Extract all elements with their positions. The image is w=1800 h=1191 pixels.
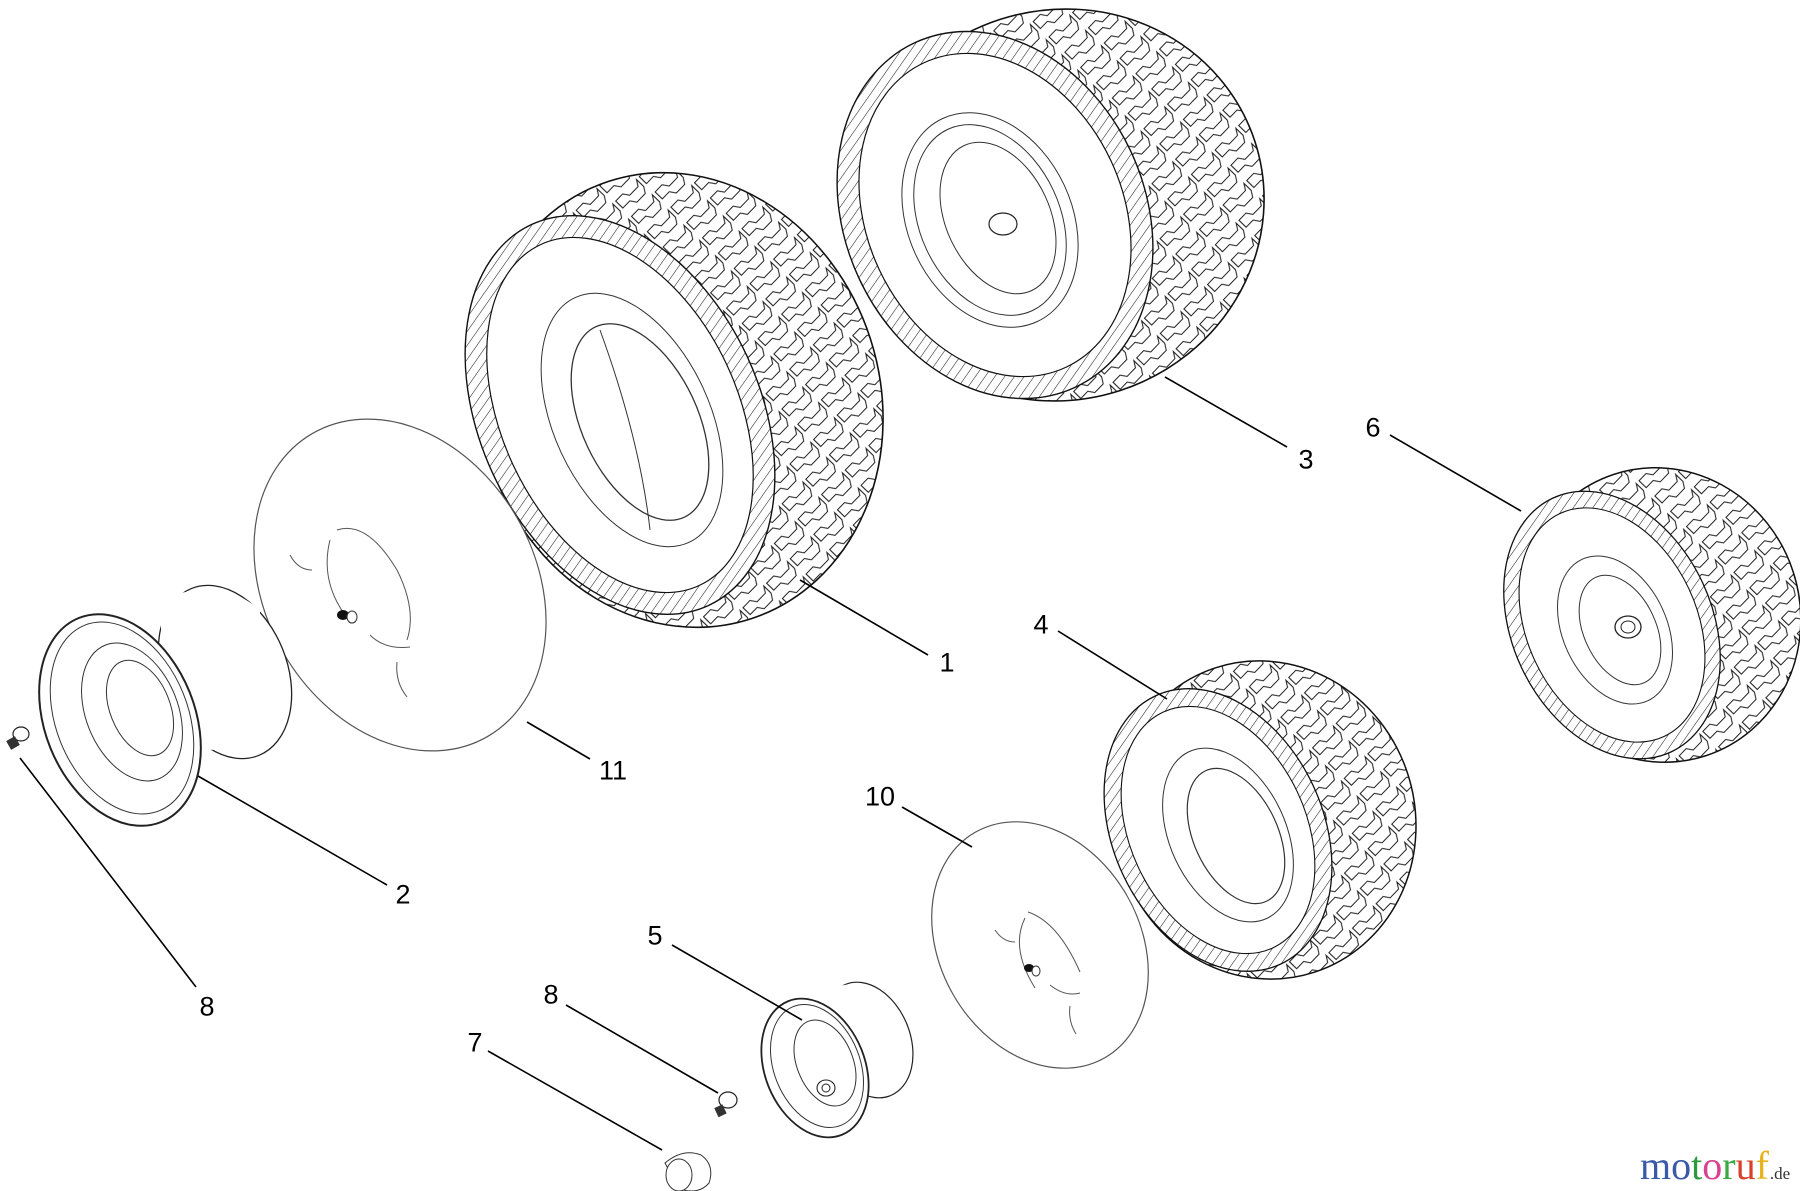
callout-2: 2: [395, 879, 411, 910]
rear-tire-1: [464, 171, 884, 629]
front-tire-4: [1103, 660, 1417, 980]
front-wheel-assembly-6: [1503, 466, 1800, 764]
rear-inner-tube-11: [253, 418, 547, 752]
callout-4: 4: [1033, 609, 1049, 640]
rear-wheel-assembly-3: [836, 8, 1265, 402]
callout-5: 5: [647, 920, 663, 951]
logo-letter: u: [1735, 1143, 1756, 1188]
leader-line-6: [1389, 434, 1522, 512]
leader-line-8b: [565, 1004, 719, 1094]
leader-line-5: [671, 944, 803, 1021]
logo-letter: r: [1722, 1143, 1736, 1188]
callout-1: 1: [939, 647, 955, 678]
callout-8-left: 8: [199, 991, 215, 1022]
callout-6: 6: [1365, 412, 1381, 443]
leader-line-7: [487, 1050, 663, 1151]
callout-11: 11: [598, 755, 628, 786]
leader-line-2: [197, 775, 388, 886]
valve-stem-8-left: [6, 726, 30, 750]
logo-tld: .de: [1769, 1164, 1791, 1183]
callout-3: 3: [1298, 444, 1314, 475]
leader-lines: [19, 376, 1522, 1151]
valve-stem-8-bottom: [714, 1091, 738, 1118]
front-wheel-rim-5: [760, 981, 914, 1139]
leader-line-3: [1164, 376, 1288, 448]
logo-letter: t: [1691, 1143, 1703, 1188]
callout-8-bottom: 8: [543, 979, 559, 1010]
logo-letter: o: [1671, 1143, 1692, 1188]
callout-7: 7: [467, 1027, 483, 1058]
rear-wheel-rim-2: [38, 584, 293, 827]
logo-letter: o: [1702, 1143, 1723, 1188]
callout-10: 10: [864, 781, 896, 812]
leader-line-1: [799, 579, 929, 656]
leader-line-10: [901, 806, 973, 848]
bearing-7: [664, 1152, 712, 1191]
motoruf-logo: motoruf.de: [1640, 1142, 1790, 1189]
logo-letter: f: [1755, 1143, 1769, 1188]
logo-letter: m: [1640, 1143, 1672, 1188]
leader-line-11: [526, 721, 591, 760]
front-inner-tube-10: [931, 821, 1149, 1069]
leader-line-4: [1057, 630, 1168, 700]
leader-line-8a: [19, 757, 197, 988]
